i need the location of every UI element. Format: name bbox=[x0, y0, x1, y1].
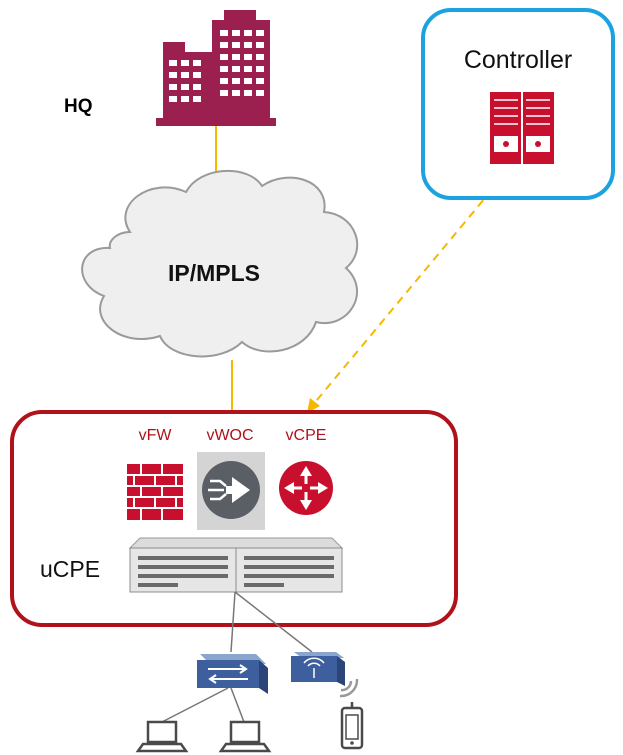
controller-to-ucpe-dashed-link bbox=[311, 167, 511, 407]
ucpe-to-ap-link bbox=[234, 591, 313, 653]
ip-mpls-cloud-icon bbox=[81, 169, 358, 358]
hq-building-icon bbox=[156, 10, 276, 126]
vfw-label: vFW bbox=[139, 427, 173, 444]
laptop-icon-left bbox=[135, 687, 229, 753]
ucpe-to-switch-link bbox=[230, 591, 236, 653]
hq-label: HQ bbox=[64, 96, 93, 117]
wifi-signal-icon bbox=[339, 678, 359, 698]
controller-label: Controller bbox=[464, 46, 572, 74]
switch-icon bbox=[197, 654, 268, 694]
ucpe-label: uCPE bbox=[40, 556, 100, 582]
vwoc-label: vWOC bbox=[206, 427, 253, 444]
controller-link-arrowhead bbox=[307, 398, 320, 413]
wan-optimization-icon bbox=[197, 452, 265, 530]
router-icon bbox=[279, 461, 333, 515]
ucpe-hardware-icon bbox=[128, 537, 344, 593]
server-icon bbox=[490, 92, 554, 164]
firewall-icon bbox=[127, 464, 183, 520]
mobile-phone-icon bbox=[340, 702, 364, 750]
ip-mpls-label: IP/MPLS bbox=[168, 260, 260, 286]
laptop-icon-right bbox=[218, 687, 272, 753]
vcpe-label: vCPE bbox=[286, 427, 327, 444]
wireless-ap-icon bbox=[291, 652, 345, 686]
